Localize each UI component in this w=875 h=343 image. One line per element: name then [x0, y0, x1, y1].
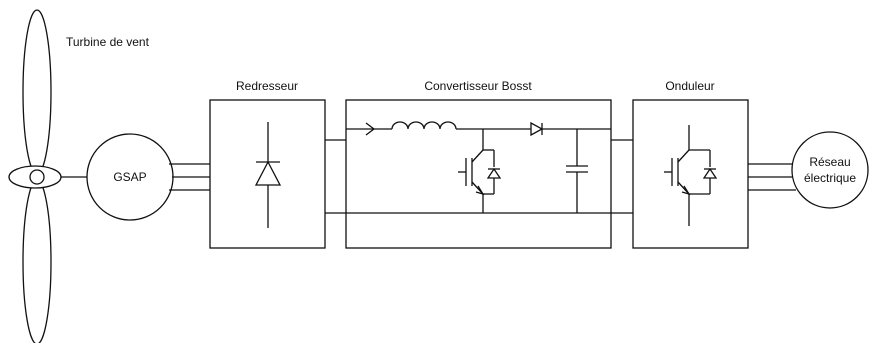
boost-igbt-icon — [458, 129, 502, 213]
turbine-label: Turbine de vent — [66, 35, 150, 49]
capacitor-icon — [566, 129, 588, 213]
dc-lines-rectifier — [325, 139, 346, 214]
three-phase-lines-generator — [169, 163, 210, 191]
grid-label-line1: Réseau — [809, 155, 850, 169]
grid-circle — [791, 131, 869, 209]
boost-circuit — [346, 121, 611, 214]
inverter-label: Onduleur — [665, 79, 714, 93]
inductor-icon — [391, 121, 457, 130]
rectifier-label: Redresseur — [236, 79, 298, 93]
wind-turbine — [8, 9, 62, 343]
boost-converter-block — [345, 99, 612, 249]
turbine-blade-top — [22, 9, 52, 175]
inverter-igbt-icon — [664, 125, 718, 226]
turbine-blade-bottom — [22, 179, 52, 343]
turbine-hub-center — [29, 169, 45, 185]
generator-label: GSAP — [113, 170, 146, 184]
current-arrow-icon — [365, 122, 376, 136]
boost-converter-label: Convertisseur Bosst — [424, 79, 532, 93]
dc-lines-boost — [611, 139, 633, 214]
three-phase-lines-grid — [748, 163, 796, 191]
inverter-block — [632, 99, 749, 249]
rectifier-diode-icon — [254, 122, 282, 228]
grid-label-line2: électrique — [804, 171, 856, 185]
